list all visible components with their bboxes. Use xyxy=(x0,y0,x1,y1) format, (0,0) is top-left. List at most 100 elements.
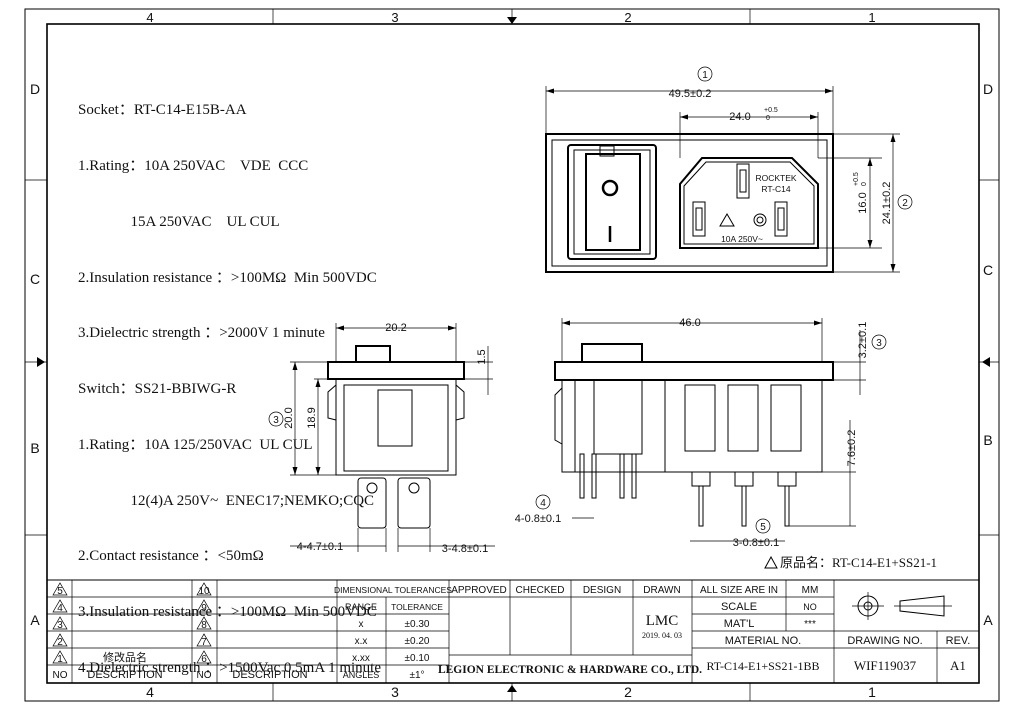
material-number: RT-C14-E1+SS21-1BB xyxy=(707,659,820,673)
grid-col-label: 4 xyxy=(146,10,153,25)
svg-text:4: 4 xyxy=(57,603,63,614)
balloon-3-side xyxy=(268,411,284,427)
note-line: 1.Rating：10A 250VAC VDE CCC xyxy=(78,157,309,174)
grid-col-label: 3 xyxy=(391,684,399,700)
dim-side-width: 20.2 xyxy=(385,322,406,334)
svg-text:0: 0 xyxy=(861,182,868,186)
svg-text:x.x: x.x xyxy=(355,636,368,647)
svg-text:DESIGN: DESIGN xyxy=(583,585,621,596)
switch-bezel xyxy=(567,144,657,260)
svg-text:DESCRIPTION: DESCRIPTION xyxy=(87,669,162,681)
svg-text:ANGLES: ANGLES xyxy=(343,670,380,680)
dim-overall-width: 49.5±0.2 xyxy=(669,88,712,100)
svg-text:1: 1 xyxy=(702,70,708,81)
svg-text:5: 5 xyxy=(760,522,766,533)
switch-pins xyxy=(579,453,637,499)
title-block: 5 4 3 2 1 10 9 8 7 6 修改品名 NO DESCRIPTION… xyxy=(46,579,980,684)
grid-row-label: A xyxy=(983,612,993,628)
line-pin xyxy=(692,201,706,237)
svg-text:3: 3 xyxy=(876,338,882,349)
side-rocker xyxy=(355,345,391,363)
dim-tab-right: 3-4.8±0.1 xyxy=(442,543,488,555)
front-rocker xyxy=(581,343,643,363)
center-arrow-bottom xyxy=(507,685,517,692)
grid-col-label: 2 xyxy=(624,684,632,700)
socket-brand: ROCKTEK xyxy=(755,173,796,183)
svg-text:ALL SIZE ARE IN: ALL SIZE ARE IN xyxy=(700,585,778,596)
dim-socket-pin: 3-0.8±0.1 xyxy=(733,537,779,549)
on-symbol xyxy=(601,179,619,197)
grid-row-label: C xyxy=(30,271,40,287)
tolerance-title: DIMENSIONAL TOLERANCES xyxy=(334,585,452,595)
dim-overall-height: 24.1±0.2 xyxy=(881,182,893,225)
center-arrow-right xyxy=(982,357,990,367)
center-arrow-left xyxy=(37,357,45,367)
svg-text:TOLERANCE: TOLERANCE xyxy=(391,602,443,612)
svg-text:x: x xyxy=(359,619,364,630)
front-body xyxy=(561,379,823,473)
balloon-2 xyxy=(897,194,913,210)
svg-text:5: 5 xyxy=(57,586,63,597)
svg-text:***: *** xyxy=(804,619,816,630)
socket-model: RT-C14 xyxy=(761,184,790,194)
cert-triangle-icon xyxy=(719,213,735,227)
earth-pin xyxy=(736,163,750,199)
svg-text:±0.30: ±0.30 xyxy=(405,619,430,630)
drawing-number: WIF119037 xyxy=(854,658,917,673)
svg-text:3: 3 xyxy=(57,620,63,631)
front-flange xyxy=(554,361,834,381)
dim-flange-thickness: 1.5 xyxy=(476,349,488,364)
svg-text:2: 2 xyxy=(57,637,63,648)
rocker-button xyxy=(585,153,641,251)
svg-text:±0.20: ±0.20 xyxy=(405,636,430,647)
svg-text:NO: NO xyxy=(53,670,68,681)
svg-text:10: 10 xyxy=(198,586,210,597)
note-line: 2.Insulation resistance ：>100MΩ Min 500V… xyxy=(78,269,377,286)
front-view: 46.0 3.2±0.1 3 7.6±0.2 4 4-0.8±0.1 5 3-0… xyxy=(515,317,887,549)
grid-row-label: C xyxy=(983,262,993,278)
svg-text:DRAWING NO.: DRAWING NO. xyxy=(847,635,922,647)
grid-col-label: 4 xyxy=(146,684,154,700)
svg-text:x.xx: x.xx xyxy=(352,653,370,664)
svg-text:9: 9 xyxy=(201,603,207,614)
svg-text:SCALE: SCALE xyxy=(721,601,757,613)
note-line: 2.Contact resistance ：<50mΩ xyxy=(78,548,264,565)
grid-row-label: D xyxy=(30,81,40,97)
svg-text:±1°: ±1° xyxy=(409,670,424,681)
note-line: 12(4)A 250V~ ENEC17;NEMKO;CQC xyxy=(78,492,375,509)
svg-text:1: 1 xyxy=(57,654,63,665)
terminal-left xyxy=(357,477,387,529)
revision: A1 xyxy=(950,658,966,673)
balloon-1 xyxy=(697,66,713,82)
svg-text:4: 4 xyxy=(540,498,546,509)
svg-text:DESCRIPTION: DESCRIPTION xyxy=(232,669,307,681)
svg-text:3: 3 xyxy=(273,415,279,426)
dim-side-body-height: 18.9 xyxy=(306,407,318,428)
grid-col-label: 1 xyxy=(868,684,876,700)
dim-side-height: 20.0 xyxy=(283,407,295,428)
note-line: 4.Dielectric strength ：>1500Vac 0.5mA 1 … xyxy=(78,660,381,676)
side-body xyxy=(335,378,457,476)
svg-text:+0.5: +0.5 xyxy=(853,172,860,186)
note-line: Switch：SS21-BBIWG-R xyxy=(78,381,237,398)
grid-row-label: D xyxy=(983,81,993,97)
note-line: Socket：RT-C14-E15B-AA xyxy=(78,102,247,119)
side-view: 20.2 1.5 20.0 18.9 3 4-4.7±0.1 3-4.8±0.1 xyxy=(268,322,495,555)
dim-socket-height: 16.0 xyxy=(857,192,869,213)
svg-text:CHECKED: CHECKED xyxy=(516,585,565,596)
svg-text:±0.10: ±0.10 xyxy=(405,653,430,664)
drawn-date: 2019. 04. 03 xyxy=(642,631,682,640)
revision-triangle-icon xyxy=(764,555,778,569)
svg-text:6: 6 xyxy=(201,654,207,665)
company-name: LEGION ELECTRONIC & HARDWARE CO., LTD. xyxy=(438,664,702,676)
original-part-name: 原品名：RT-C14-E1+SS21-1 xyxy=(780,555,937,570)
center-arrow-top xyxy=(507,17,517,24)
dim-switch-pin: 4-0.8±0.1 xyxy=(515,513,561,525)
svg-text:2: 2 xyxy=(902,198,908,209)
top-view: ROCKTEK RT-C14 10A 250V~ 1 49.5±0.2 24.0… xyxy=(545,66,913,273)
svg-text:8: 8 xyxy=(201,620,207,631)
svg-text:REV.: REV. xyxy=(946,635,971,647)
dim-pin-length: 7.6±0.2 xyxy=(846,430,858,467)
svg-text:RANGE: RANGE xyxy=(345,602,377,612)
